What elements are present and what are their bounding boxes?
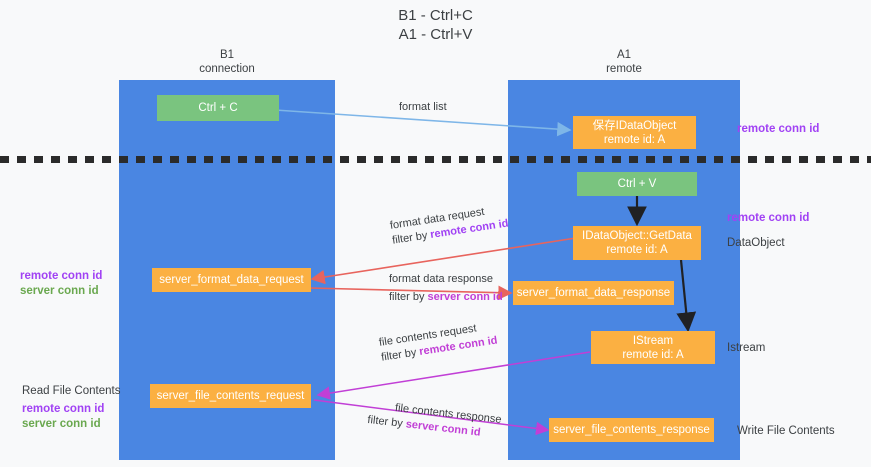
column-header-a1-name: A1	[616, 49, 632, 61]
title-line-2: A1 - Ctrl+V	[398, 26, 473, 43]
column-header-b1-name: B1	[219, 49, 235, 61]
node-server-format-data-request[interactable]: server_format_data_request	[152, 268, 311, 292]
node-server-format-data-response[interactable]: server_format_data_response	[513, 281, 674, 305]
node-idataobject-getdata-sublabel: remote id: A	[606, 244, 668, 256]
annotation-remote-conn-id-mid: remote conn id	[727, 212, 810, 224]
phase-divider	[0, 156, 871, 163]
annotation-remote-conn-id-top: remote conn id	[737, 123, 820, 135]
node-server-file-contents-request[interactable]: server_file_contents_request	[150, 384, 311, 408]
node-save-idataobject-label: 保存IDataObject	[592, 119, 677, 132]
edge-label-format-data-response-line1: format data response	[389, 273, 493, 285]
arrow-file-contents-response	[313, 399, 550, 436]
arrow-format-data-response	[309, 285, 513, 300]
node-save-idataobject-sublabel: remote id: A	[603, 133, 666, 146]
edge-label-format-list: format list	[399, 101, 447, 113]
annotation-left-server-conn-id-2: server conn id	[22, 418, 101, 430]
annotation-left-server-conn-id-1: server conn id	[20, 285, 99, 297]
node-server-file-contents-response[interactable]: server_file_contents_response	[549, 418, 714, 442]
annotation-read-file-contents: Read File Contents	[22, 385, 121, 397]
node-idataobject-getdata-label: IDataObject::GetData	[582, 230, 692, 242]
arrow-file-contents-request	[316, 351, 591, 400]
node-server-file-contents-request-label: server_file_contents_request	[156, 390, 305, 402]
page-title: B1 - Ctrl+C A1 - Ctrl+V	[0, 6, 871, 44]
edge-label-format-data-response-line2: filter by server conn id	[389, 291, 503, 303]
node-ctrl-c[interactable]: Ctrl + C	[157, 95, 279, 121]
annotation-write-file-contents: Write File Contents	[737, 425, 835, 437]
column-header-a1-role: remote	[606, 63, 642, 75]
arrow-format-list	[274, 109, 572, 137]
edge-label-format-data-response: format data response filter by server co…	[389, 272, 503, 305]
node-istream-label: IStream	[632, 334, 674, 347]
node-ctrl-v-label: Ctrl + V	[617, 178, 657, 190]
node-ctrl-v[interactable]: Ctrl + V	[577, 172, 697, 196]
edge-key-server-conn-id: server conn id	[427, 291, 503, 303]
arrow-getdata-to-istream	[676, 259, 697, 333]
column-header-b1-role: connection	[199, 63, 255, 75]
node-server-file-contents-response-label: server_file_contents_response	[553, 424, 710, 436]
node-istream-sublabel: remote id: A	[622, 348, 684, 361]
annotation-left-remote-conn-id-1: remote conn id	[20, 270, 103, 282]
node-idataobject-getdata[interactable]: IDataObject::GetData remote id: A	[573, 226, 701, 260]
node-server-format-data-request-label: server_format_data_request	[159, 274, 304, 286]
node-server-format-data-response-label: server_format_data_response	[516, 287, 671, 299]
node-istream[interactable]: IStream remote id: A	[591, 331, 715, 364]
annotation-dataobject: DataObject	[727, 237, 785, 249]
node-ctrl-c-label: Ctrl + C	[198, 102, 238, 114]
arrow-format-data-request	[310, 237, 577, 285]
column-header-a1: A1 remote	[508, 48, 740, 76]
annotation-istream: Istream	[727, 342, 766, 354]
annotation-left-remote-conn-id-2: remote conn id	[22, 403, 105, 415]
node-save-idataobject[interactable]: 保存IDataObject remote id: A	[573, 116, 696, 149]
column-header-b1: B1 connection	[119, 48, 335, 76]
title-line-1: B1 - Ctrl+C	[398, 7, 473, 24]
